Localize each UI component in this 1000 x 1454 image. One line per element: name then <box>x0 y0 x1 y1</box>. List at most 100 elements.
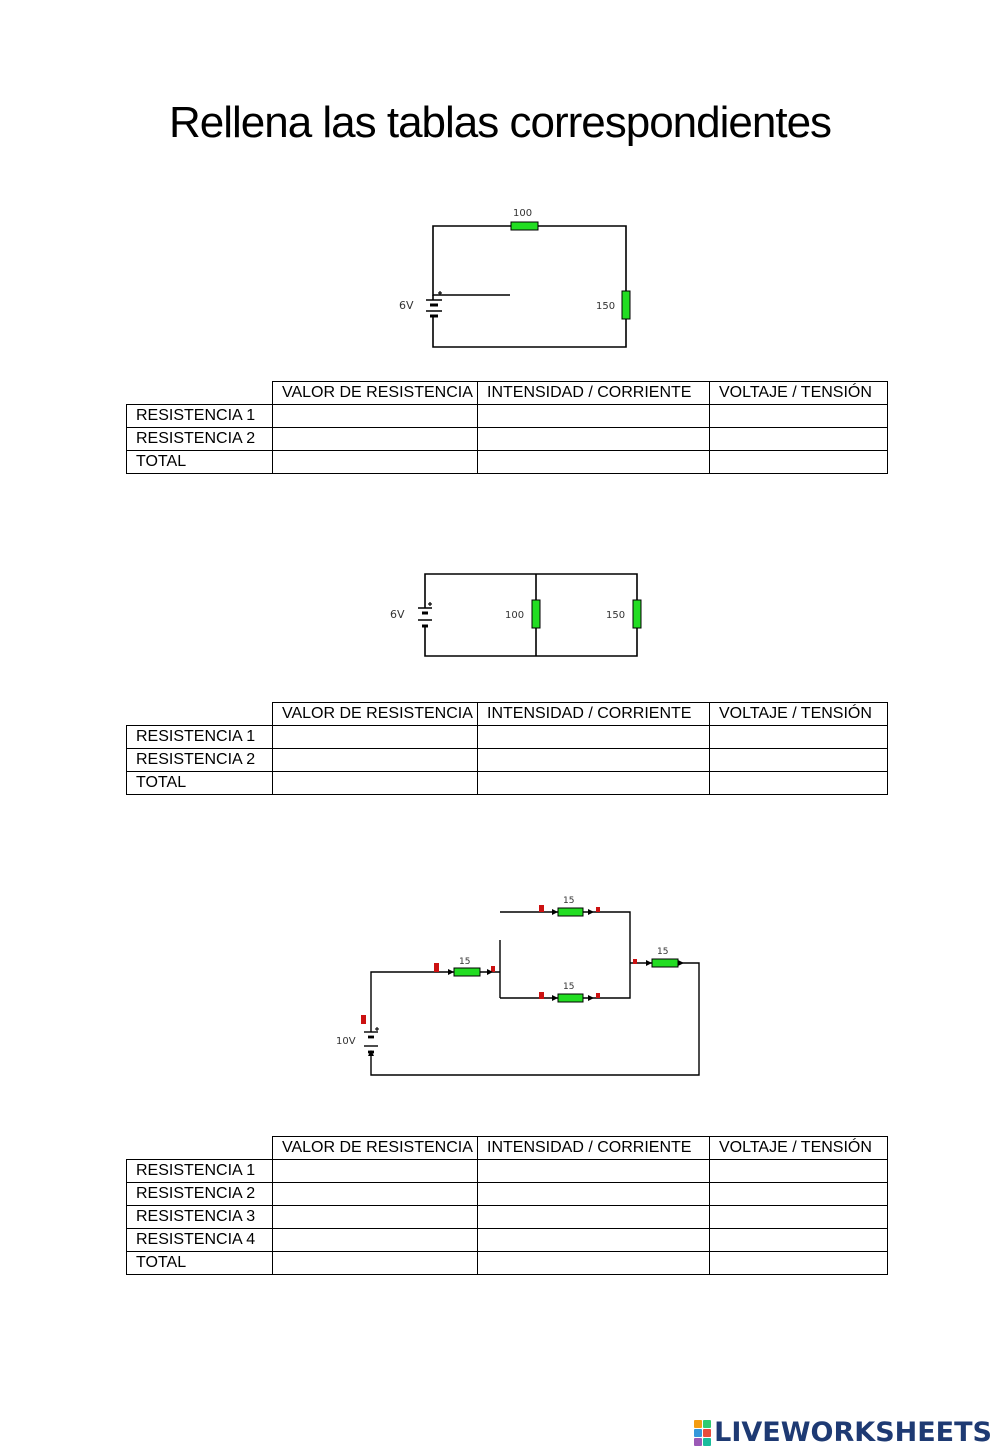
resistor-1-label: 100 <box>513 208 532 219</box>
row-label: RESISTENCIA 1 <box>126 725 273 749</box>
answer-cell[interactable] <box>709 404 888 428</box>
resistor-4 <box>651 958 679 968</box>
table-series: VALOR DE RESISTENCIA INTENSIDAD / CORRIE… <box>126 381 888 474</box>
header-blank-cell <box>126 702 273 726</box>
row-label: RESISTENCIA 2 <box>126 748 273 772</box>
header-current: INTENSIDAD / CORRIENTE <box>477 702 710 726</box>
battery-icon <box>426 291 442 319</box>
resistor-1-label: 15 <box>459 957 470 967</box>
resistor-2-label: 150 <box>596 301 615 312</box>
table-parallel: VALOR DE RESISTENCIA INTENSIDAD / CORRIE… <box>126 702 888 795</box>
row-label: RESISTENCIA 1 <box>126 404 273 428</box>
answer-cell[interactable] <box>477 1228 710 1252</box>
table-mixed: VALOR DE RESISTENCIA INTENSIDAD / CORRIE… <box>126 1136 888 1275</box>
answer-cell[interactable] <box>477 748 710 772</box>
resistor-1-label: 100 <box>505 610 524 621</box>
header-current: INTENSIDAD / CORRIENTE <box>477 381 710 405</box>
answer-cell[interactable] <box>477 1159 710 1183</box>
row-label: RESISTENCIA 1 <box>126 1159 273 1183</box>
liveworksheets-logo[interactable]: LIVEWORKSHEETS <box>694 1417 992 1448</box>
header-voltage: VOLTAJE / TENSIÓN <box>709 702 888 726</box>
resistor-1 <box>453 967 481 977</box>
answer-cell[interactable] <box>272 450 478 474</box>
header-current: INTENSIDAD / CORRIENTE <box>477 1136 710 1160</box>
table-row: RESISTENCIA 2 <box>126 427 888 451</box>
table-row: RESISTENCIA 1 <box>126 725 888 749</box>
mixed-circuit-diagram: 10V 15 15 15 15 <box>336 896 700 1076</box>
answer-cell[interactable] <box>272 725 478 749</box>
answer-cell[interactable] <box>272 1205 478 1229</box>
resistor-2-label: 15 <box>563 896 574 906</box>
table-header-row: VALOR DE RESISTENCIA INTENSIDAD / CORRIE… <box>126 381 888 405</box>
page-title: Rellena las tablas correspondientes <box>168 98 832 147</box>
resistor-2 <box>621 290 631 320</box>
answer-cell[interactable] <box>709 1251 888 1275</box>
answer-cell[interactable] <box>477 1205 710 1229</box>
header-blank-cell <box>126 381 273 405</box>
row-label: RESISTENCIA 2 <box>126 1182 273 1206</box>
probe-markers <box>361 905 637 1024</box>
source-voltage-label: 10V <box>336 1036 356 1047</box>
answer-cell[interactable] <box>477 427 710 451</box>
answer-cell[interactable] <box>709 427 888 451</box>
header-blank-cell <box>126 1136 273 1160</box>
battery-icon <box>418 600 432 630</box>
resistor-2 <box>632 599 642 629</box>
answer-cell[interactable] <box>709 1205 888 1229</box>
header-resistance: VALOR DE RESISTENCIA <box>272 1136 478 1160</box>
answer-cell[interactable] <box>272 1228 478 1252</box>
answer-cell[interactable] <box>477 404 710 428</box>
answer-cell[interactable] <box>709 1228 888 1252</box>
answer-cell[interactable] <box>709 1159 888 1183</box>
row-label: TOTAL <box>126 771 273 795</box>
resistor-1 <box>510 221 539 231</box>
table-row: RESISTENCIA 4 <box>126 1228 888 1252</box>
row-label: TOTAL <box>126 450 273 474</box>
resistor-2-label: 150 <box>606 610 625 621</box>
resistor-3 <box>557 993 584 1003</box>
row-label: RESISTENCIA 2 <box>126 427 273 451</box>
liveworksheets-logo-icon <box>694 1419 712 1446</box>
table-header-row: VALOR DE RESISTENCIA INTENSIDAD / CORRIE… <box>126 702 888 726</box>
answer-cell[interactable] <box>477 725 710 749</box>
table-row: TOTAL <box>126 771 888 795</box>
resistor-2 <box>557 907 584 917</box>
row-label: RESISTENCIA 3 <box>126 1205 273 1229</box>
answer-cell[interactable] <box>709 450 888 474</box>
source-voltage-label: 6V <box>399 299 414 312</box>
resistor-3-label: 15 <box>563 982 574 992</box>
answer-cell[interactable] <box>272 427 478 451</box>
resistor-4-label: 15 <box>657 947 668 957</box>
row-label: RESISTENCIA 4 <box>126 1228 273 1252</box>
answer-cell[interactable] <box>709 771 888 795</box>
answer-cell[interactable] <box>272 1159 478 1183</box>
answer-cell[interactable] <box>709 1182 888 1206</box>
answer-cell[interactable] <box>272 748 478 772</box>
table-row: RESISTENCIA 1 <box>126 404 888 428</box>
table-row: RESISTENCIA 1 <box>126 1159 888 1183</box>
answer-cell[interactable] <box>477 771 710 795</box>
answer-cell[interactable] <box>477 450 710 474</box>
answer-cell[interactable] <box>709 725 888 749</box>
header-resistance: VALOR DE RESISTENCIA <box>272 381 478 405</box>
row-label: TOTAL <box>126 1251 273 1275</box>
answer-cell[interactable] <box>272 404 478 428</box>
answer-cell[interactable] <box>272 1182 478 1206</box>
table-row: RESISTENCIA 3 <box>126 1205 888 1229</box>
resistor-1 <box>531 599 541 629</box>
answer-cell[interactable] <box>709 748 888 772</box>
header-resistance: VALOR DE RESISTENCIA <box>272 702 478 726</box>
answer-cell[interactable] <box>272 1251 478 1275</box>
header-voltage: VOLTAJE / TENSIÓN <box>709 381 888 405</box>
series-circuit-diagram: 6V 100 150 <box>399 208 631 348</box>
table-row: RESISTENCIA 2 <box>126 1182 888 1206</box>
table-row: RESISTENCIA 2 <box>126 748 888 772</box>
table-row: TOTAL <box>126 1251 888 1275</box>
table-row: TOTAL <box>126 450 888 474</box>
answer-cell[interactable] <box>272 771 478 795</box>
answer-cell[interactable] <box>477 1251 710 1275</box>
table-header-row: VALOR DE RESISTENCIA INTENSIDAD / CORRIE… <box>126 1136 888 1160</box>
parallel-circuit-diagram: 6V 100 150 <box>390 573 642 657</box>
answer-cell[interactable] <box>477 1182 710 1206</box>
source-voltage-label: 6V <box>390 608 405 621</box>
